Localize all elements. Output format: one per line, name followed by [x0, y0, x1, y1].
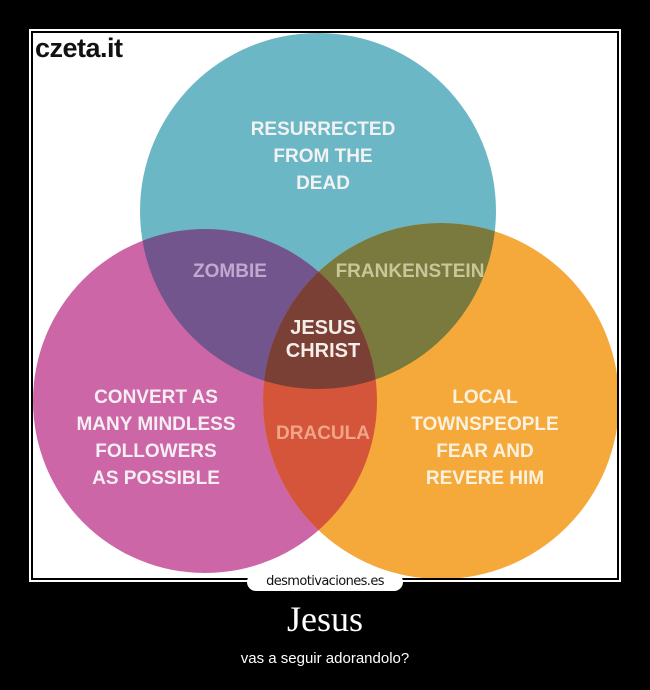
- label-top-set: RESURRECTED FROM THE DEAD: [251, 119, 396, 194]
- label-left-line4: AS POSSIBLE: [92, 468, 220, 489]
- poster-subtitle: vas a seguir adorandolo?: [240, 650, 410, 667]
- label-zombie: ZOMBIE: [193, 261, 267, 282]
- label-right-set: LOCAL TOWNSPEOPLE FEAR AND REVERE HIM: [411, 387, 558, 489]
- label-frankenstein: FRANKENSTEIN: [336, 261, 485, 282]
- label-jesus-christ: JESUS CHRIST: [286, 317, 360, 362]
- label-dracula: DRACULA: [276, 423, 370, 444]
- label-top-line1: RESURRECTED: [251, 119, 396, 140]
- label-right-line1: LOCAL: [452, 387, 518, 408]
- label-left-set: CONVERT AS MANY MINDLESS FOLLOWERS AS PO…: [76, 387, 235, 489]
- label-top-line3: DEAD: [296, 173, 350, 194]
- label-top-line2: FROM THE: [273, 146, 372, 167]
- label-left-line1: CONVERT AS: [94, 387, 218, 408]
- label-right-line2: TOWNSPEOPLE: [411, 414, 558, 435]
- czeta-logo: czeta.it: [35, 33, 123, 63]
- venn-diagram: RESURRECTED FROM THE DEAD CONVERT AS MAN…: [33, 33, 617, 578]
- label-center-line2: CHRIST: [286, 340, 360, 362]
- region-jesus-christ: [263, 229, 377, 389]
- watermark-badge: desmotivaciones.es: [247, 573, 403, 591]
- label-left-line2: MANY MINDLESS: [76, 414, 235, 435]
- poster-title: Jesus: [286, 599, 363, 639]
- label-left-line3: FOLLOWERS: [95, 441, 216, 462]
- label-right-line4: REVERE HIM: [426, 468, 544, 489]
- label-center-line1: JESUS: [290, 317, 356, 339]
- label-right-line3: FEAR AND: [436, 441, 533, 462]
- venn-diagram-image: RESURRECTED FROM THE DEAD CONVERT AS MAN…: [33, 33, 617, 578]
